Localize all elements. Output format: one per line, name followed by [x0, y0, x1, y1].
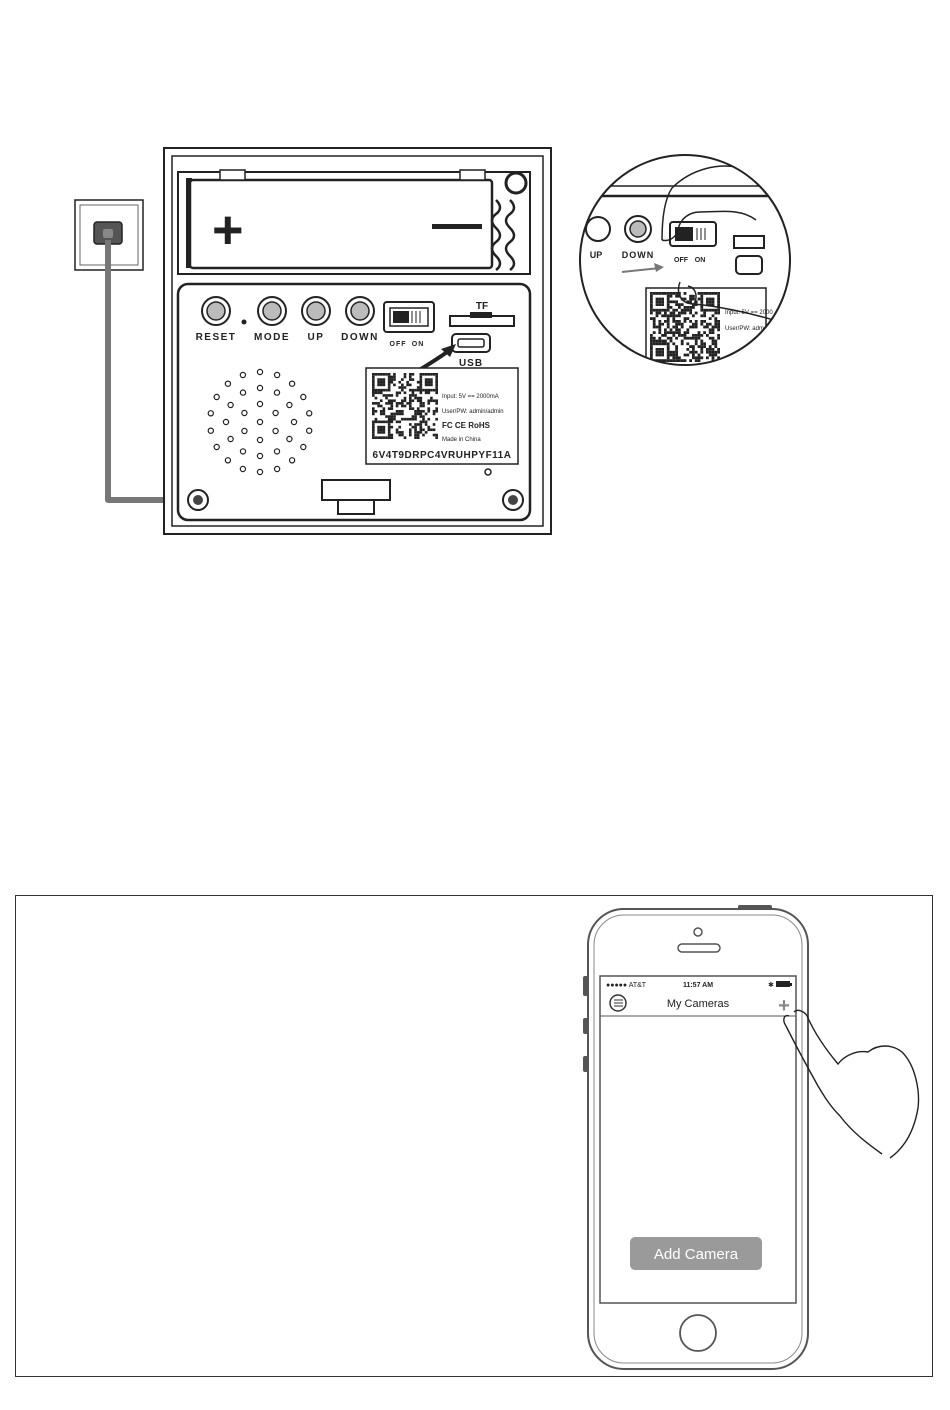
- phone-illustration: ●●●●● AT&T 11:57 AM ✱ My Cameras + Add C…: [16, 896, 932, 1376]
- switch-off-label: OFF: [390, 341, 407, 348]
- status-time: 11:57 AM: [683, 982, 713, 989]
- nav-title: My Cameras: [667, 998, 730, 1010]
- label-input-text: Input: 5V == 2000mA: [442, 394, 499, 400]
- zoom-button-up-label: UP: [590, 250, 603, 260]
- screw-left: [188, 490, 208, 510]
- label-certs-text: FC CE RoHS: [442, 421, 491, 430]
- product-label: Input: 5V == 2000mA User/PW: admin/admin…: [366, 368, 518, 464]
- bluetooth-icon: ✱: [768, 981, 774, 989]
- zoom-switch-on-label: ON: [695, 257, 706, 264]
- device-back-diagram: + — RESET MODE UP DOWN: [0, 0, 950, 560]
- add-camera-label: Add Camera: [654, 1246, 739, 1263]
- label-made-text: Made in China: [442, 437, 481, 443]
- tf-label: TF: [476, 301, 488, 312]
- serial-number: 6V4T9DRPC4VRUHPYF11A: [373, 450, 512, 461]
- app-instruction-panel: ●●●●● AT&T 11:57 AM ✱ My Cameras + Add C…: [15, 895, 933, 1377]
- button-up-label: UP: [308, 332, 325, 343]
- button-mode-label: MODE: [254, 332, 290, 343]
- button-reset-label: RESET: [196, 332, 237, 343]
- battery-plus-symbol: +: [212, 200, 244, 260]
- home-button[interactable]: [680, 1315, 716, 1351]
- add-camera-button[interactable]: Add Camera: [630, 1237, 762, 1270]
- zoom-switch-off-label: OFF: [674, 257, 689, 264]
- label-userpw-text: User/PW: admin/admin: [442, 409, 504, 415]
- screw-right: [503, 490, 523, 510]
- add-camera-plus-icon[interactable]: +: [778, 995, 790, 1017]
- button-down-label: DOWN: [341, 332, 379, 343]
- stand-slot: [322, 480, 390, 500]
- battery-compartment: + —: [178, 170, 530, 274]
- battery-icon: [776, 981, 790, 987]
- mic-hole: [242, 320, 247, 325]
- battery-minus-symbol: —: [432, 195, 482, 251]
- switch-on-label: ON: [412, 341, 425, 348]
- zoom-button-down-label: DOWN: [622, 250, 655, 260]
- zoom-label-userpw-text: User/PW: adm: [725, 326, 764, 332]
- status-carrier: ●●●●● AT&T: [606, 982, 647, 989]
- zoom-detail: UP DOWN OFF ON Input: 5V == 20: [560, 150, 880, 380]
